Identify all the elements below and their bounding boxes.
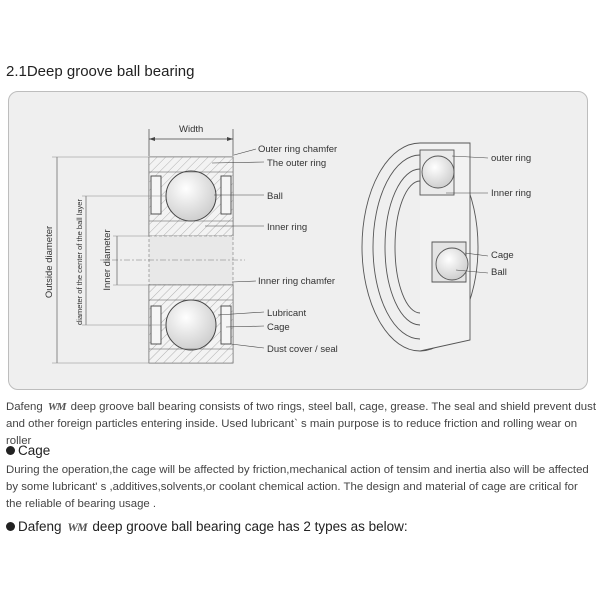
outer-ring-chamfer-label: Outer ring chamfer <box>258 144 337 155</box>
cage-label: Cage <box>267 322 290 333</box>
inner-ring-3d-label: Inner ring <box>491 188 531 199</box>
the-outer-ring-label: The outer ring <box>267 158 326 169</box>
inner-diameter-label: Inner diameter <box>102 229 113 290</box>
description-paragraph: Dafeng WM deep groove ball bearing consi… <box>6 399 596 450</box>
inner-ring-label: Inner ring <box>267 222 307 233</box>
diagram-panel <box>8 91 588 390</box>
outer-ring-3d-label: outer ring <box>491 153 531 164</box>
ball-3d-bottom <box>435 247 469 281</box>
section-title: 2.1Deep groove ball bearing <box>6 63 195 80</box>
cage-heading-text: Cage <box>18 443 51 458</box>
bearing-3d-illustration <box>361 142 479 352</box>
bullet-icon <box>6 522 15 531</box>
types-text: deep groove ball bearing cage has 2 type… <box>92 519 408 534</box>
brand-name: Dafeng <box>6 401 43 413</box>
ball-label: Ball <box>267 191 283 202</box>
width-label: Width <box>179 124 203 135</box>
brand-logo: WM <box>67 520 87 534</box>
cage-description: During the operation,the cage will be af… <box>6 464 589 510</box>
description-text: deep groove ball bearing consists of two… <box>6 401 596 447</box>
types-brand: Dafeng <box>18 519 62 534</box>
ball-3d-label: Ball <box>491 267 507 278</box>
brand-logo: WM <box>47 401 67 413</box>
cage-heading: Cage <box>6 443 50 458</box>
bullet-icon <box>6 446 15 455</box>
inner-ring-chamfer-label: Inner ring chamfer <box>258 276 335 287</box>
cross-section <box>52 129 265 364</box>
outside-diameter-label: Outside diameter <box>44 226 55 298</box>
types-heading: Dafeng WM deep groove ball bearing cage … <box>6 519 408 535</box>
ball-layer-diameter-label: diameter of the center of the ball layer <box>75 199 84 325</box>
dust-cover-seal-label: Dust cover / seal <box>267 344 338 355</box>
cage-3d-label: Cage <box>491 250 514 261</box>
lubricant-label: Lubricant <box>267 308 306 319</box>
ball-3d-top <box>421 155 455 189</box>
